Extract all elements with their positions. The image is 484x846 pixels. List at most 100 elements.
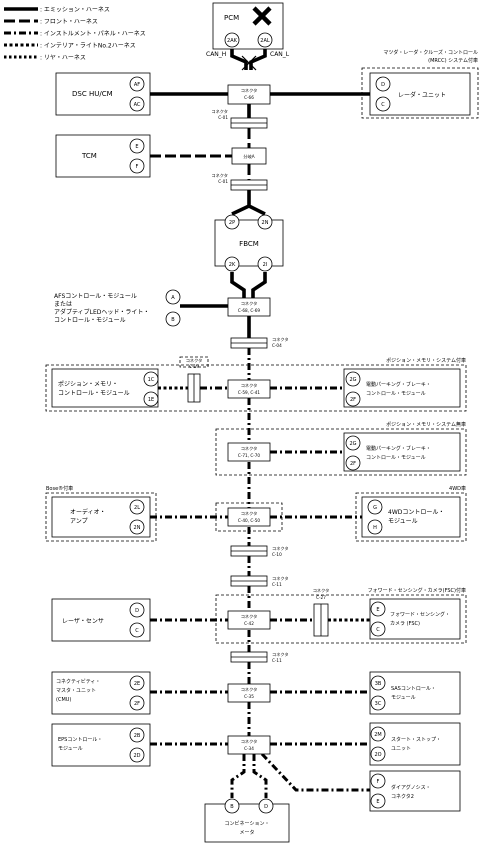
wire-c01-fbcm xyxy=(231,190,266,216)
wire-diag xyxy=(260,752,372,792)
epb1-line2: コントロール・モジュール xyxy=(366,391,426,397)
radar-pin-c: C xyxy=(381,102,385,108)
bose-awd-group: Bose®付車 4WD車 オーディオ・ アンプ 2L 2N コネクタ C-40,… xyxy=(45,485,467,542)
wires xyxy=(150,48,372,798)
startstop-line1: スタート・ストップ・ xyxy=(391,736,441,743)
afs-line2: または xyxy=(54,301,72,308)
c11b-title: コネクタ xyxy=(272,651,289,658)
connector-c11-lower: コネクタ C-11 xyxy=(230,651,289,663)
afs-line4: コントロール・モジュール xyxy=(54,317,126,324)
cmu-pin-2f: 2F xyxy=(134,701,140,707)
c35-code: C-35 xyxy=(244,694,254,699)
afs-pin-b: B xyxy=(171,317,175,323)
pcm-can-l-label: CAN_L xyxy=(270,51,290,58)
fsc-line1: フォワード・センシング・ xyxy=(390,611,450,618)
fbcm-pin-2i: 2I xyxy=(263,262,268,268)
connector-c01-upper: コネクタ C-01 xyxy=(211,108,268,129)
c68-code: C-68, C-69 xyxy=(238,308,261,313)
connector-c01-lower: コネクタ C-01 xyxy=(211,172,268,191)
dsc-module: DSC HU/CM AF AC xyxy=(55,72,151,116)
radar-pin-d: D xyxy=(381,82,385,88)
fsc-pin-e: E xyxy=(376,607,379,613)
cmu-sas-row: コネクティビティ・ マスタ・ユニット (CMU) 2E 2F コネクタ C-35… xyxy=(51,671,461,715)
c04-title: コネクタ xyxy=(272,336,289,343)
fbcm-module: 2P 2N 2K 2I FBCM xyxy=(214,214,284,272)
epb1-line1: 電動パーキング・ブレーキ・ xyxy=(366,381,431,388)
connector-c68: コネクタ C-68, C-69 xyxy=(227,297,271,317)
legend: : エミッション・ハーネス : フロント・ハーネス : インストルメント・パネル… xyxy=(4,7,146,62)
cmu-line3: (CMU) xyxy=(56,697,71,703)
c19-code: C-19 xyxy=(189,364,199,369)
pcm-can-h-label: CAN_H xyxy=(206,51,226,58)
sas-pin-3b: 3B xyxy=(375,681,382,687)
c01a-title: コネクタ xyxy=(211,108,228,115)
c11a-title: コネクタ xyxy=(272,575,289,582)
sas-pin-3c: 3C xyxy=(375,701,382,707)
connector-c10: コネクタ C-10 xyxy=(230,545,289,557)
combi-meter: B D コンビネーション・ メータ xyxy=(204,798,290,843)
sas-line2: モジュール xyxy=(391,695,416,701)
fbcm-pin-2p: 2P xyxy=(229,220,235,226)
wire-fbcm-c68-a xyxy=(230,272,246,298)
c59-title: コネクタ xyxy=(241,382,258,389)
c01b-code: C-01 xyxy=(218,179,228,184)
c66-title: コネクタ xyxy=(241,87,258,94)
radar-module: マツダ・レーダ・クルーズ・コントロール (MRCC) システム付車 D C レー… xyxy=(361,49,479,119)
epb1-note: ポジション・メモリ・システム付車 xyxy=(386,357,466,364)
posmem-line1: ポジション・メモリ・ xyxy=(58,380,118,388)
eps-line2: モジュール xyxy=(58,746,83,752)
cmu-line1: コネクティビティ・ xyxy=(56,678,100,685)
combi-pin-d: D xyxy=(264,804,268,810)
pcm-pin-2al: 2AL xyxy=(260,38,270,44)
legend-interior-label: : インテリア・ライトNo.2ハーネス xyxy=(40,43,136,50)
c01a-code: C-01 xyxy=(218,115,228,120)
c66-code: C-66 xyxy=(244,95,254,100)
c19-title: コネクタ xyxy=(186,357,203,364)
fsc-note: フォワード・センシング・カメラ(FSC)付車 xyxy=(368,587,466,594)
startstop-pin-2o: 2O xyxy=(374,752,381,758)
c34-title: コネクタ xyxy=(241,738,258,745)
connector-c11-upper: コネクタ C-11 xyxy=(230,575,289,587)
connector-c04: コネクタ C-04 xyxy=(230,336,289,349)
diag-pin-f: F xyxy=(377,779,380,785)
audio-pin-2l: 2L xyxy=(134,505,140,511)
epb2-pin-2f: 2F xyxy=(350,461,356,467)
c59-code: C-59, C-41 xyxy=(238,390,261,395)
c27-code: C-27 xyxy=(316,595,326,600)
tcm-pin-e: E xyxy=(135,144,138,150)
posmem-pin-1c: 1C xyxy=(148,377,155,383)
sas-line1: SASコントロール・ xyxy=(391,686,436,692)
laser-label: レーザ・センサ xyxy=(62,618,104,625)
radar-option-frame xyxy=(361,67,479,119)
tcm-label: TCM xyxy=(81,152,97,160)
posmem-line2: コントロール・モジュール xyxy=(58,390,130,397)
wire-combi-a xyxy=(230,754,246,798)
c11b-code: C-11 xyxy=(272,658,282,663)
audio-line1: オーディオ・ xyxy=(70,508,106,516)
laser-pin-c: C xyxy=(135,628,139,634)
c04-code: C-04 xyxy=(272,343,282,348)
awd-note: 4WD車 xyxy=(449,485,466,492)
eps-startstop-row: EPSコントロール・ モジュール 2B 2D コネクタ C-34 2M 2O ス… xyxy=(51,722,461,767)
fsc-pin-c: C xyxy=(376,627,380,633)
awd-line1: 4WDコントロール・ xyxy=(388,509,444,516)
c42-title: コネクタ xyxy=(241,613,258,620)
legend-instrument-label: : インストルメント・パネル・ハーネス xyxy=(40,31,146,38)
startstop-pin-2m: 2M xyxy=(374,732,382,738)
c68-title: コネクタ xyxy=(241,300,258,307)
c40-code: C-40, C-50 xyxy=(238,518,261,523)
audio-option-frame xyxy=(45,492,157,542)
posmem-pin-1e: 1E xyxy=(148,397,154,403)
can-disconnect-cross-icon xyxy=(241,55,257,71)
pcm-module: PCM 2AK 2AL CAN_H CAN_L xyxy=(206,2,290,71)
dsc-pin-ac: AC xyxy=(134,102,141,108)
diag-connector: F E ダイアグノシス・ コネクタ2 xyxy=(369,770,461,812)
audio-pin-2n: 2N xyxy=(134,525,141,531)
c35-title: コネクタ xyxy=(241,686,258,693)
legend-front-label: : フロント・ハーネス xyxy=(40,19,98,26)
fbcm-label: FBCM xyxy=(239,240,259,248)
epb1-pin-2f: 2F xyxy=(350,397,356,403)
fbcm-pin-2k: 2K xyxy=(229,262,236,268)
c40-option-frame xyxy=(215,502,283,532)
